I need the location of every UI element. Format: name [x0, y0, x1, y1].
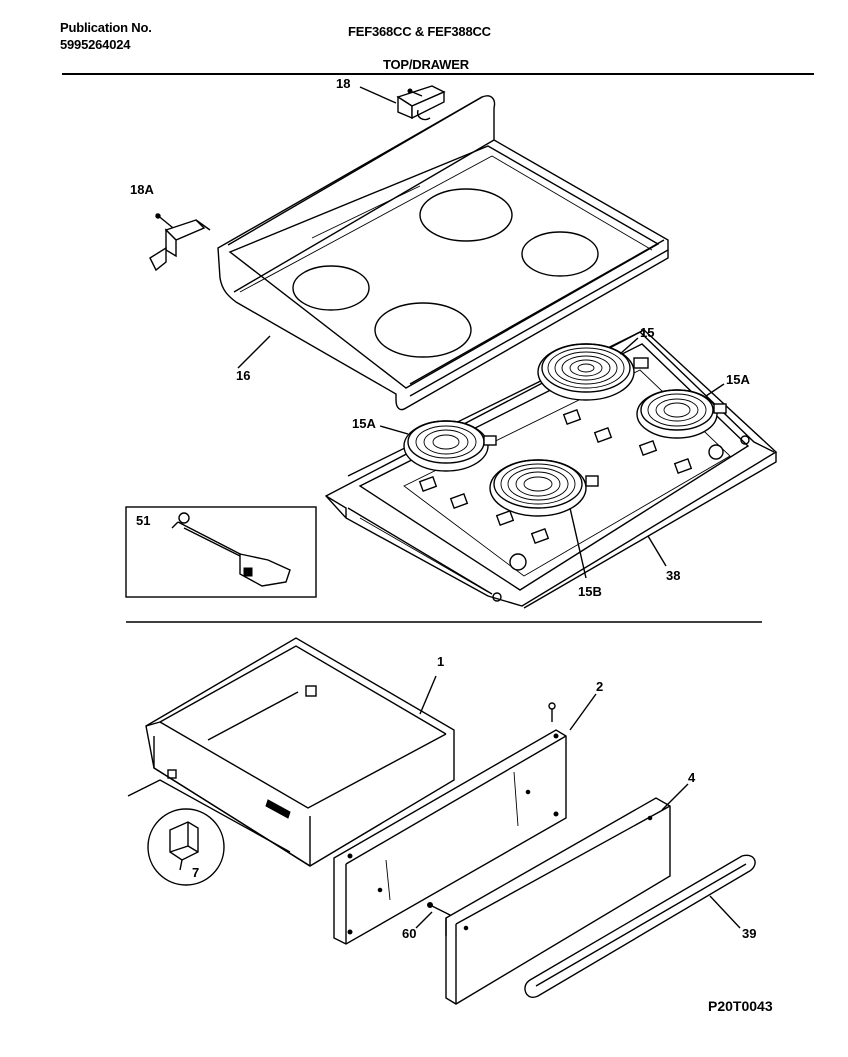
label-4: 4 — [688, 770, 696, 785]
label-39: 39 — [742, 926, 756, 941]
label-16: 16 — [236, 368, 250, 383]
label-51: 51 — [136, 513, 150, 528]
part-7-detail — [147, 808, 225, 886]
header-rule — [62, 73, 814, 75]
label-18: 18 — [336, 76, 350, 91]
label-1: 1 — [437, 654, 444, 669]
part-15a-right-element — [636, 383, 727, 439]
part-39-handle — [524, 854, 756, 998]
label-15a-left: 15A — [352, 416, 376, 431]
label-7: 7 — [192, 865, 199, 880]
part-1-drawer — [127, 637, 455, 867]
section-title: TOP/DRAWER — [383, 57, 469, 72]
part-4-trim-panel — [445, 783, 689, 1005]
part-18a-bracket — [149, 213, 211, 272]
label-38: 38 — [666, 568, 680, 583]
part-18-bracket — [359, 85, 446, 121]
label-15: 15 — [640, 325, 654, 340]
part-16-cooktop-top — [217, 95, 669, 411]
label-15b: 15B — [578, 584, 602, 599]
label-15a-right: 15A — [726, 372, 750, 387]
part-15a-left-element — [379, 420, 497, 472]
part-15-element — [537, 337, 649, 401]
publication-label: Publication No. — [60, 20, 152, 35]
part-51-inset — [125, 506, 317, 598]
publication-number: 5995264024 — [60, 37, 131, 52]
label-18a: 18A — [130, 182, 154, 197]
part-2-front-panel — [333, 693, 597, 945]
label-60: 60 — [402, 926, 416, 941]
part-15b-element — [489, 459, 599, 579]
label-2: 2 — [596, 679, 603, 694]
drawing-code: P20T0043 — [708, 998, 773, 1014]
part-60-screw — [415, 902, 453, 929]
model-numbers: FEF368CC & FEF388CC — [348, 24, 491, 39]
